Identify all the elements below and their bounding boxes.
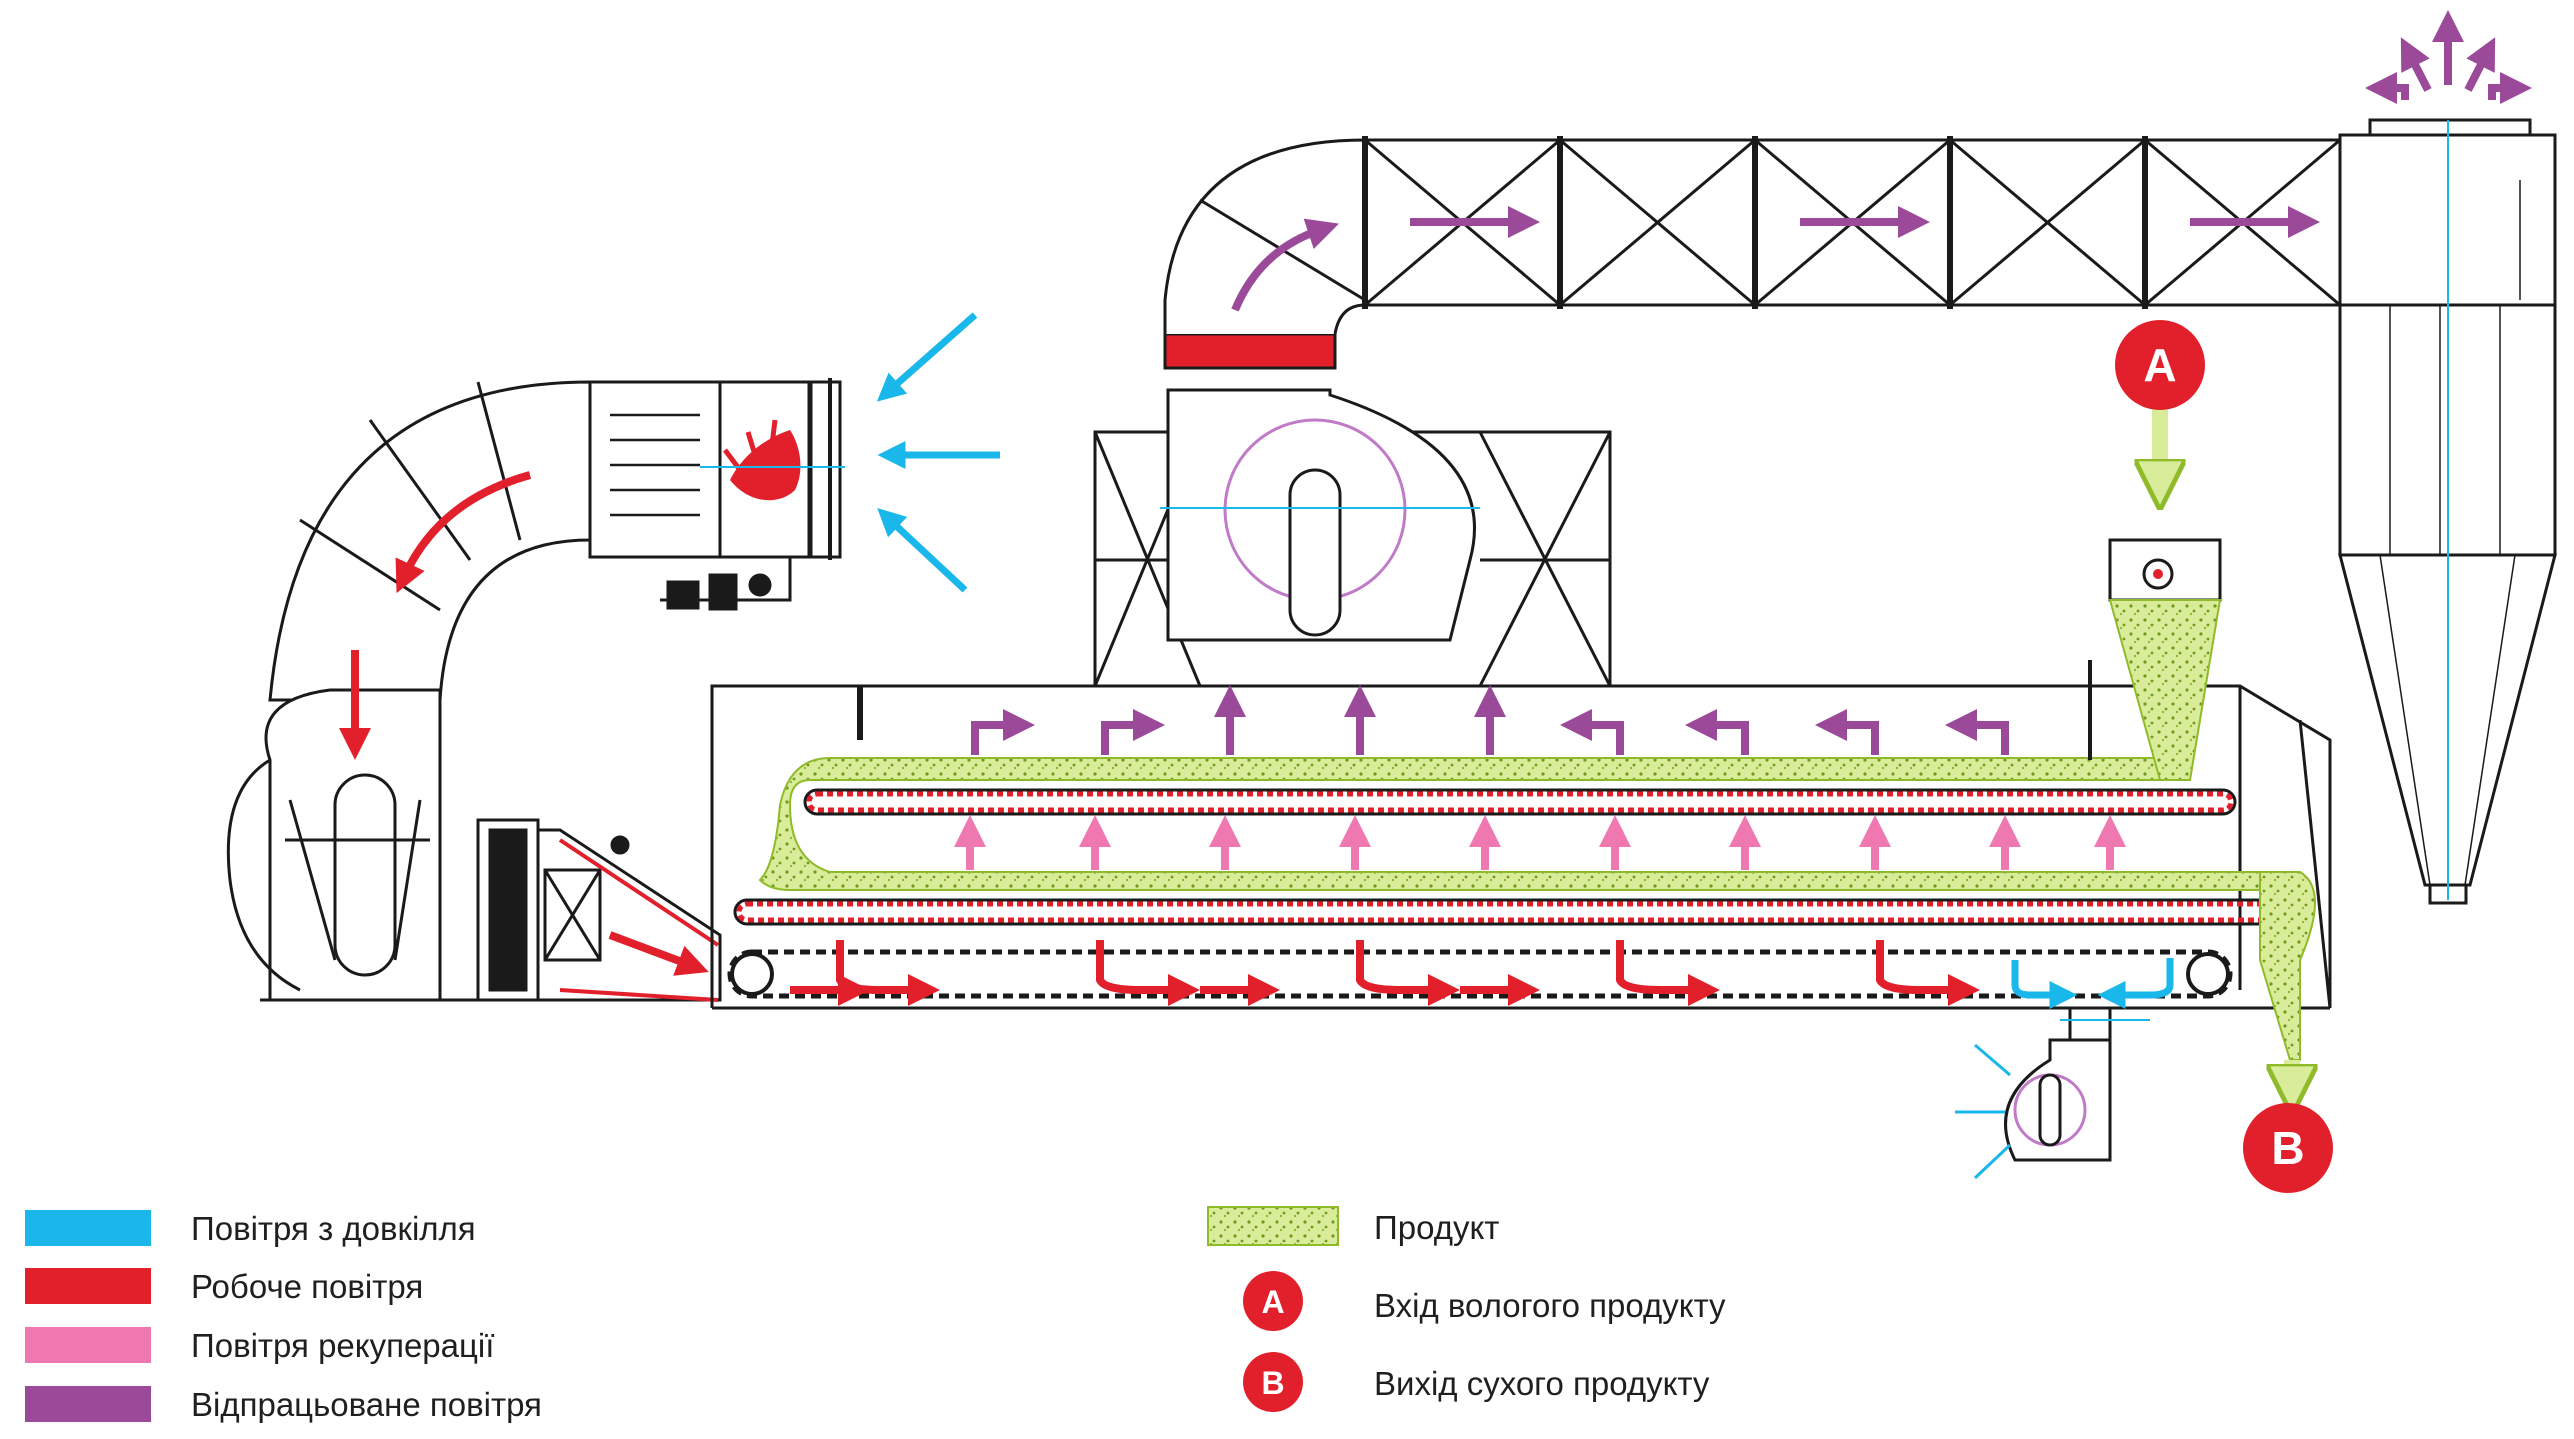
marker-a: A bbox=[2115, 320, 2205, 410]
legend-item-product: Продукт bbox=[1207, 1206, 1499, 1246]
legend-item-dry-product-outlet: B Вихід сухого продукту bbox=[1243, 1352, 1710, 1412]
heat-exchanger bbox=[476, 818, 722, 1002]
legend-swatch bbox=[25, 1327, 151, 1363]
ambient-air-arrows bbox=[876, 312, 2174, 1180]
discharge-chute bbox=[2259, 871, 2316, 1061]
fresh-air-fan bbox=[2004, 1006, 2150, 1162]
conveyor-belts bbox=[727, 788, 2277, 999]
legend-left: Повітря з довкілля Робоче повітря Повітр… bbox=[25, 1210, 542, 1423]
marker-a-label: A bbox=[2143, 339, 2176, 391]
legend-item-wet-product-inlet: A Вхід вологого продукту bbox=[1243, 1271, 1726, 1331]
legend-label: Продукт bbox=[1374, 1209, 1499, 1246]
recovery-air-arrows bbox=[954, 815, 2126, 870]
exhaust-duct bbox=[1163, 136, 2342, 335]
legend-swatch bbox=[25, 1386, 151, 1422]
feed-hopper bbox=[2088, 538, 2222, 781]
burner-flame-icon bbox=[723, 419, 801, 501]
dryer-chamber bbox=[710, 684, 2332, 1010]
exhaust-damper bbox=[1163, 332, 1337, 370]
legend-item-exhaust-air: Відпрацьоване повітря bbox=[25, 1386, 542, 1423]
legend-badge-b bbox=[1243, 1352, 1303, 1412]
product-layer bbox=[758, 757, 2291, 891]
marker-b: B bbox=[2243, 1103, 2333, 1193]
exhaust-fan-frame bbox=[1093, 388, 1612, 688]
legend-swatch bbox=[25, 1268, 151, 1304]
cyclone bbox=[2338, 118, 2557, 905]
legend-swatch bbox=[25, 1210, 151, 1246]
legend-label: Робоче повітря bbox=[191, 1268, 423, 1305]
intake-grille bbox=[610, 413, 700, 517]
legend-item-recovery-air: Повітря рекуперації bbox=[25, 1327, 494, 1364]
working-air-arrows bbox=[339, 471, 1980, 1006]
exhaust-air-arrows bbox=[971, 10, 2532, 755]
recirculation-fan bbox=[226, 688, 720, 1002]
marker-b-label: B bbox=[2271, 1122, 2304, 1174]
product-swatch bbox=[1207, 1206, 1339, 1246]
legend-badge-a bbox=[1243, 1271, 1303, 1331]
legend-label: Відпрацьоване повітря bbox=[191, 1386, 542, 1423]
legend-label: Повітря з довкілля bbox=[191, 1210, 476, 1247]
legend-label: Вхід вологого продукту bbox=[1374, 1287, 1726, 1324]
legend-badge-label: B bbox=[1261, 1365, 1284, 1401]
legend-item-working-air: Робоче повітря bbox=[25, 1268, 423, 1305]
legend-badge-label: A bbox=[1261, 1284, 1284, 1320]
legend-item-ambient-air: Повітря з довкілля bbox=[25, 1210, 476, 1247]
legend-right: Продукт A Вхід вологого продукту B Вихід… bbox=[1207, 1206, 1726, 1412]
legend-label: Вихід сухого продукту bbox=[1374, 1365, 1710, 1402]
legend-label: Повітря рекуперації bbox=[191, 1327, 494, 1364]
